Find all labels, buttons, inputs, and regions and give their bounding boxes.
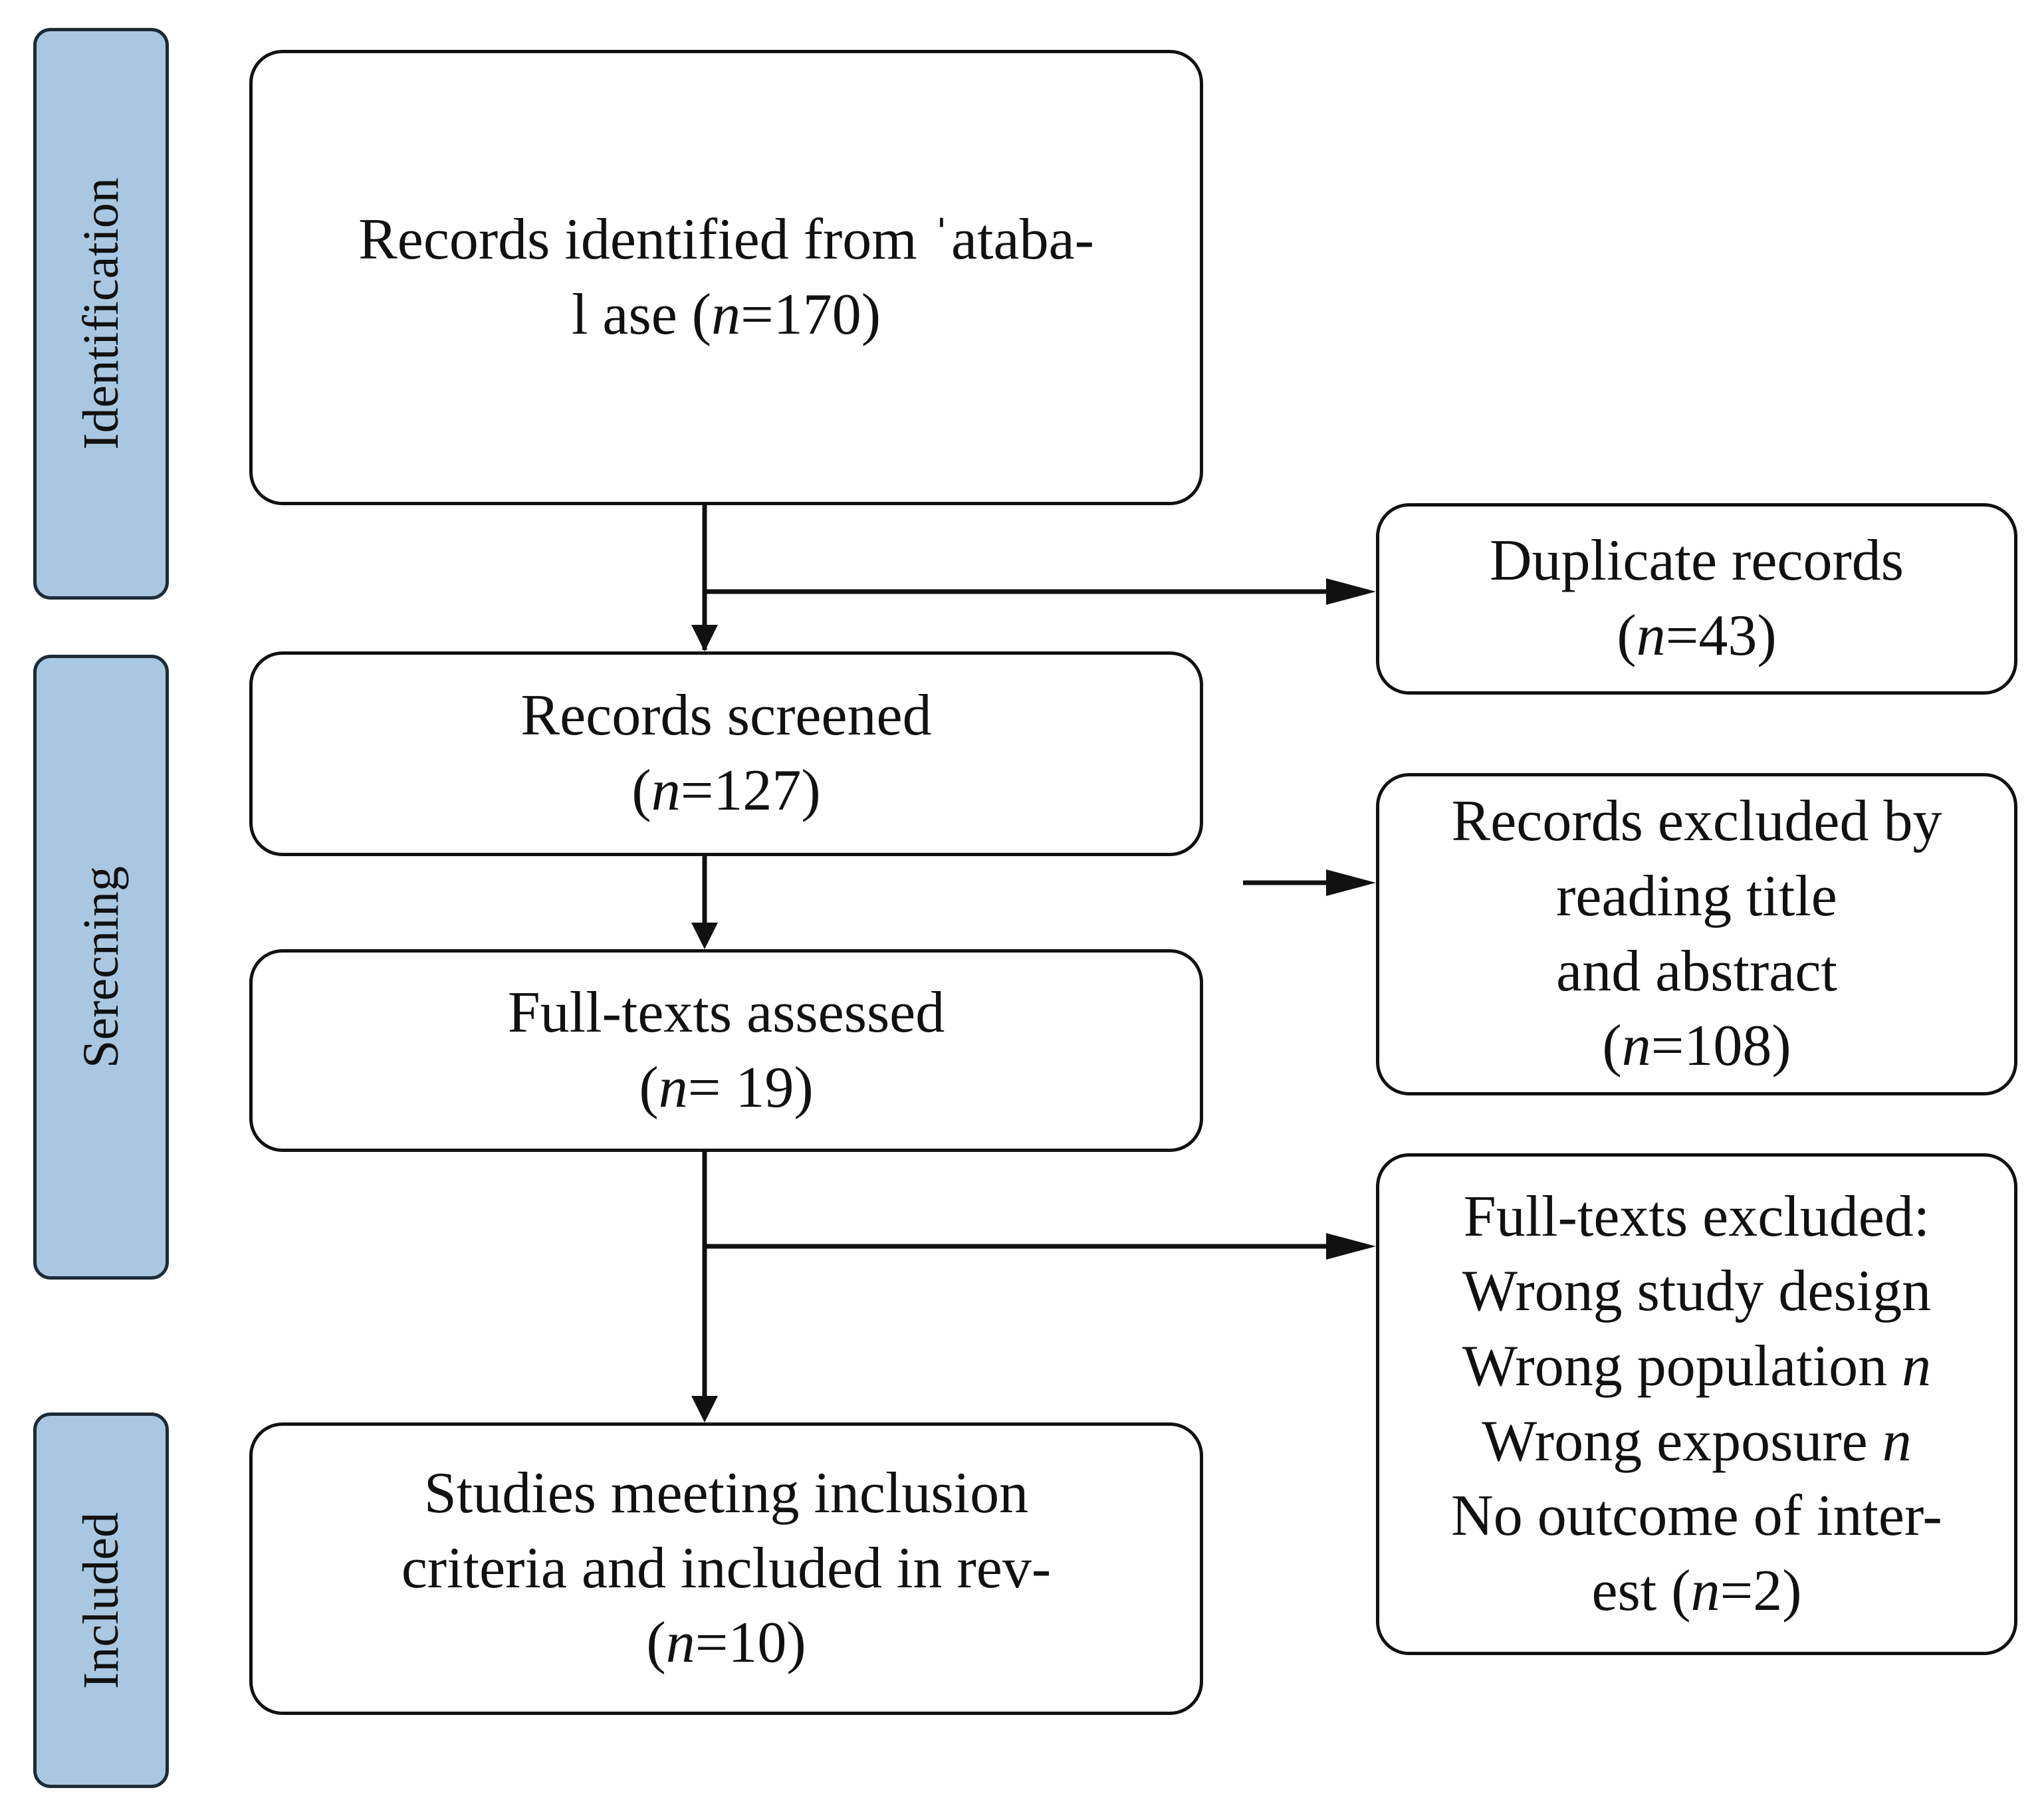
fulltexts-excluded-line-3: Wrong population n	[1462, 1333, 1932, 1399]
box-records-identified: Records identified from ˈataba- l ase (n…	[249, 50, 1203, 505]
excluded-title-line-4: (n=108)	[1602, 1014, 1791, 1079]
screened-line-1: Records screened	[520, 683, 932, 748]
box-studies-included: Studies meeting inclusion criteria and i…	[249, 1422, 1203, 1715]
fulltexts-line-1: Full-texts assessed	[507, 980, 945, 1045]
excluded-title-line-3: and abstract	[1556, 939, 1837, 1004]
box-fulltexts-assessed: Full-texts assessed (n= 19)	[249, 949, 1203, 1152]
arrowhead-duplicates	[1326, 578, 1376, 605]
included-line-1: Studies meeting inclusion	[423, 1461, 1029, 1526]
box-records-excluded-title: Records excluded by reading title and ab…	[1376, 773, 2017, 1095]
duplicates-line-1: Duplicate records	[1489, 528, 1904, 594]
fulltexts-excluded-line-5: No outcome of inter-	[1451, 1484, 1942, 1549]
fulltexts-excluded-line-4: Wrong exposure n	[1482, 1409, 1912, 1474]
identified-line-1: Records identified from ˈataba-	[358, 207, 1094, 272]
phase-screening: Serecning	[33, 655, 169, 1280]
included-line-2: criteria and included in rev-	[401, 1535, 1052, 1601]
duplicates-line-2: (n=43)	[1617, 604, 1777, 668]
fulltexts-excluded-line-6: est (n=2)	[1591, 1558, 1802, 1623]
box-records-screened: Records screened (n=127)	[249, 651, 1203, 856]
phase-included: Included	[33, 1412, 169, 1788]
excluded-title-line-2: reading title	[1556, 863, 1837, 929]
arrowhead-excluded-title	[1326, 869, 1376, 896]
excluded-title-line-1: Records excluded by	[1451, 789, 1942, 854]
arrowhead-fulltexts	[691, 923, 718, 949]
arrowhead-fulltexts-excluded	[1326, 1233, 1376, 1260]
phase-identification: Identification	[33, 28, 169, 600]
screened-line-2: (n=127)	[631, 758, 821, 823]
box-fulltexts-excluded: Full-texts excluded: Wrong study design …	[1376, 1153, 2017, 1655]
fulltexts-excluded-line-1: Full-texts excluded:	[1463, 1184, 1930, 1249]
fulltexts-line-2: (n= 19)	[639, 1055, 814, 1120]
fulltexts-excluded-line-2: Wrong study design	[1462, 1259, 1932, 1324]
included-line-3: (n=10)	[646, 1611, 806, 1676]
box-duplicate-records: Duplicate records (n=43)	[1376, 503, 2017, 695]
identified-line-2: l ase (n=170)	[571, 282, 881, 347]
arrowhead-screened	[691, 625, 718, 651]
arrowhead-included	[691, 1396, 718, 1422]
